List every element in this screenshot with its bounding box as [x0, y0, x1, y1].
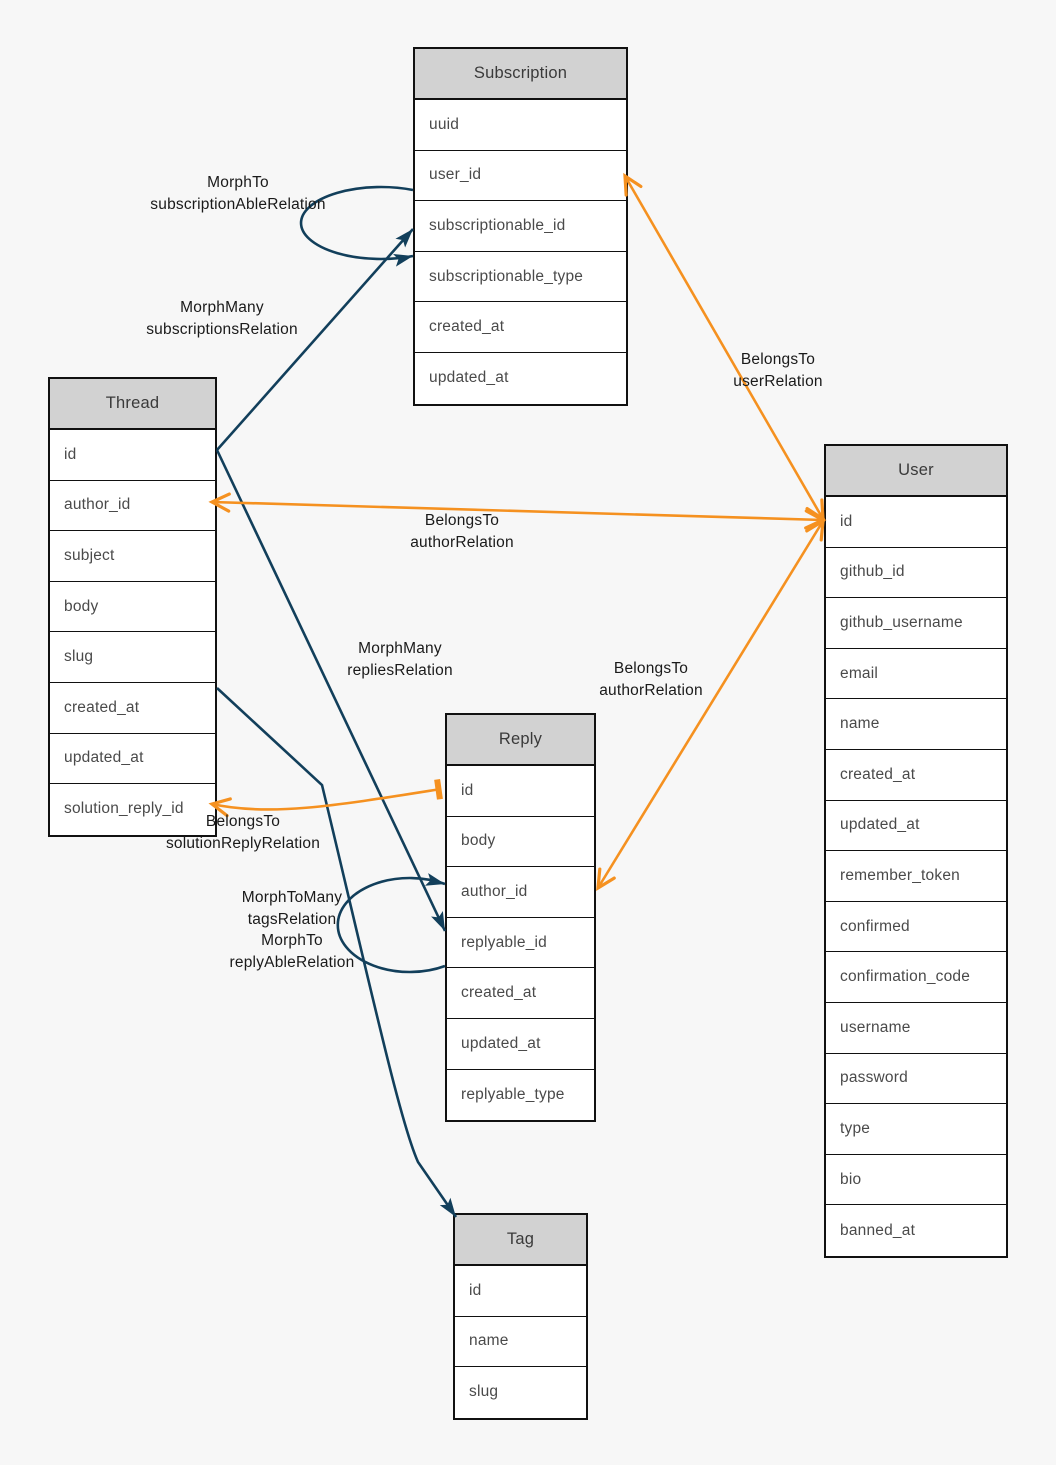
table-title-tag[interactable]: Tag [455, 1215, 586, 1266]
field-thread-subject[interactable]: subject [50, 531, 215, 582]
field-user-name[interactable]: name [826, 699, 1006, 750]
field-reply-author_id[interactable]: author_id [447, 867, 594, 918]
field-subscription-created_at[interactable]: created_at [415, 302, 626, 353]
label-tags-and-replyable-line-3: replyAbleRelation [229, 953, 355, 971]
field-user-username[interactable]: username [826, 1002, 1006, 1054]
field-user-confirmed[interactable]: confirmed [826, 901, 1006, 953]
label-morphmany-replies-line-0: MorphMany [358, 640, 442, 657]
label-belongsto-user: BelongsTo userRelation [733, 349, 822, 392]
field-thread-author_id[interactable]: author_id [50, 480, 215, 532]
field-thread-updated_at[interactable]: updated_at [50, 733, 215, 785]
label-belongsto-solutionreply-line-0: BelongsTo [205, 813, 281, 830]
label-belongsto-author-reply-line-0: BelongsTo [613, 660, 689, 677]
label-belongsto-solutionreply-line-1: solutionReplyRelation [165, 834, 321, 852]
field-thread-slug[interactable]: slug [50, 632, 215, 683]
field-reply-replyable_id[interactable]: replyable_id [447, 917, 594, 969]
edge-belongsto-solutionreply [211, 787, 442, 811]
field-subscription-subscriptionable_id[interactable]: subscriptionable_id [415, 201, 626, 252]
field-user-remember_token[interactable]: remember_token [826, 851, 1006, 902]
edge-morphto-subscriptionable-loop-arrowhead-0 [393, 253, 413, 267]
field-user-confirmation_code[interactable]: confirmation_code [826, 952, 1006, 1003]
field-thread-body[interactable]: body [50, 581, 215, 633]
field-tag-slug[interactable]: slug [455, 1367, 586, 1418]
label-belongsto-user-line-0: BelongsTo [740, 351, 816, 368]
field-user-id[interactable]: id [826, 497, 1006, 548]
field-thread-created_at[interactable]: created_at [50, 682, 215, 734]
label-morphmany-subscriptions: MorphMany subscriptionsRelation [146, 297, 298, 340]
table-title-reply[interactable]: Reply [447, 715, 594, 766]
field-reply-created_at[interactable]: created_at [447, 968, 594, 1019]
field-thread-id[interactable]: id [50, 430, 215, 481]
label-tags-and-replyable-line-2: MorphTo [261, 932, 323, 949]
field-tag-name[interactable]: name [455, 1316, 586, 1368]
edge-belongsto-solutionreply-arrowhead-1 [434, 779, 443, 800]
table-title-subscription[interactable]: Subscription [415, 49, 626, 100]
label-belongsto-author-thread-line-0: BelongsTo [424, 512, 500, 529]
field-user-github_username[interactable]: github_username [826, 598, 1006, 649]
edge-belongsto-user [623, 175, 825, 520]
field-tag-id[interactable]: id [455, 1266, 586, 1317]
label-morphto-subscriptionable: MorphTo subscriptionAbleRelation [150, 172, 325, 215]
label-belongsto-solutionreply: BelongsTo solutionReplyRelation [166, 811, 320, 854]
edge-morphto-replyable-loop-arrowhead-0 [424, 873, 445, 886]
field-subscription-subscriptionable_type[interactable]: subscriptionable_type [415, 251, 626, 303]
field-user-bio[interactable]: bio [826, 1154, 1006, 1206]
label-morphto-subscriptionable-line-1: subscriptionAbleRelation [150, 195, 326, 213]
field-user-type[interactable]: type [826, 1104, 1006, 1155]
label-belongsto-author-thread: BelongsTo authorRelation [410, 510, 514, 553]
label-morphto-subscriptionable-line-0: MorphTo [207, 174, 269, 191]
field-reply-replyable_type[interactable]: replyable_type [447, 1069, 594, 1121]
label-belongsto-user-line-1: userRelation [733, 372, 823, 390]
field-user-updated_at[interactable]: updated_at [826, 800, 1006, 852]
label-morphmany-replies: MorphMany repliesRelation [347, 638, 453, 681]
field-thread-solution_reply_id[interactable]: solution_reply_id [50, 784, 215, 835]
label-morphmany-replies-line-1: repliesRelation [347, 661, 453, 679]
label-belongsto-author-thread-line-1: authorRelation [410, 533, 514, 551]
label-tags-and-replyable-line-1: tagsRelation [247, 910, 337, 928]
field-reply-updated_at[interactable]: updated_at [447, 1018, 594, 1070]
table-title-thread[interactable]: Thread [50, 379, 215, 430]
field-reply-body[interactable]: body [447, 816, 594, 868]
edge-belongsto-author-thread [211, 500, 824, 522]
field-user-email[interactable]: email [826, 648, 1006, 700]
label-morphmany-subscriptions-line-1: subscriptionsRelation [146, 320, 298, 338]
field-user-password[interactable]: password [826, 1053, 1006, 1105]
field-subscription-uuid[interactable]: uuid [415, 100, 626, 151]
field-subscription-updated_at[interactable]: updated_at [415, 352, 626, 404]
field-user-created_at[interactable]: created_at [826, 749, 1006, 801]
table-title-user[interactable]: User [826, 446, 1006, 497]
label-belongsto-author-reply-line-1: authorRelation [599, 681, 703, 699]
edge-belongsto-author-thread-arrowhead-1 [804, 509, 827, 530]
field-user-banned_at[interactable]: banned_at [826, 1205, 1006, 1256]
field-subscription-user_id[interactable]: user_id [415, 150, 626, 202]
field-user-github_id[interactable]: github_id [826, 547, 1006, 599]
label-tags-and-replyable-line-0: MorphToMany [241, 889, 343, 906]
field-reply-id[interactable]: id [447, 766, 594, 817]
edge-belongsto-author-reply [596, 520, 825, 889]
label-morphmany-subscriptions-line-0: MorphMany [180, 299, 264, 316]
label-belongsto-author-reply: BelongsTo authorRelation [599, 658, 703, 701]
